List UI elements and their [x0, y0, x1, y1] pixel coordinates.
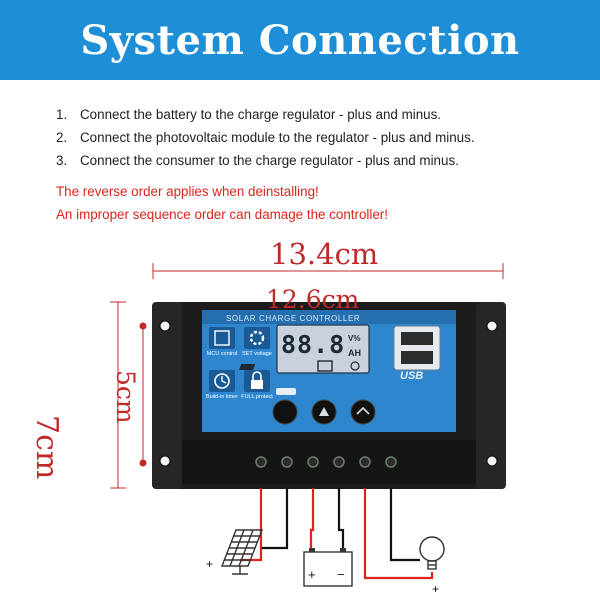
mount-hole-top-right	[486, 320, 498, 332]
battery-plus-mark: +	[308, 567, 316, 582]
inner-width-label: 12.6cm	[266, 285, 360, 314]
terminal-screws	[255, 456, 397, 468]
page-title: System Connection	[80, 16, 520, 64]
solar-panel-icon	[220, 529, 264, 575]
light-bulb-icon	[419, 536, 445, 570]
mcu-control-label: MCU control	[206, 351, 238, 357]
lcd-solar-icon	[239, 364, 256, 370]
terminal-screw	[307, 456, 319, 468]
load-polarity-mark: +	[432, 582, 439, 596]
terminal-screw	[333, 456, 345, 468]
solar-polarity-mark: +	[206, 557, 213, 571]
lcd-unit-top: V%	[348, 334, 361, 343]
instruction-text: Connect the consumer to the charge regul…	[80, 153, 459, 168]
instruction-text: Connect the photovoltaic module to the r…	[80, 130, 475, 145]
up-arrow-icon	[319, 407, 329, 416]
inner-height-dot-bottom	[139, 459, 147, 467]
right-mounting-flange	[476, 302, 506, 489]
instruction-item: 2. Connect the photovoltaic module to th…	[56, 130, 596, 153]
lcd-display	[276, 324, 370, 374]
warning-improper-sequence: An improper sequence order can damage th…	[56, 207, 388, 222]
mount-hole-bottom-left	[159, 455, 171, 467]
gear-icon	[244, 327, 270, 349]
usb-label: USB	[400, 370, 424, 382]
button-1[interactable]	[272, 399, 298, 425]
build-in-timer-label: Build-in timer	[205, 394, 239, 400]
terminal-screw	[385, 456, 397, 468]
battery-icon	[303, 548, 353, 587]
title-banner: System Connection	[0, 0, 600, 80]
battery-minus-mark: −	[337, 567, 345, 582]
terminal-screw	[281, 456, 293, 468]
connection-diagram: + + − + 13.4cm 12.6cm 7cm 5cm SOLAR CHAR…	[0, 230, 600, 600]
outer-height-label: 7cm	[29, 415, 64, 480]
set-voltage-label: SET voltage	[242, 351, 272, 357]
front-panel-header	[202, 310, 456, 324]
chip-icon	[209, 327, 235, 349]
load-positive-wire	[363, 488, 434, 580]
left-mounting-flange	[152, 302, 182, 489]
inner-height-dot-top	[139, 322, 147, 330]
button-1-mark	[276, 388, 296, 395]
usb-port-top	[401, 332, 433, 345]
instruction-list: 1. Connect the battery to the charge reg…	[56, 107, 596, 176]
inner-height-label: 5cm	[111, 370, 140, 424]
instruction-number: 3.	[56, 153, 68, 168]
load-negative-wire	[389, 488, 420, 562]
terminal-screw	[255, 456, 267, 468]
solar-positive-wire	[240, 488, 263, 562]
lcd-bulb-icon	[350, 361, 360, 371]
outer-width-label: 13.4cm	[270, 237, 379, 271]
terminal-screw	[359, 456, 371, 468]
full-protect-label: FULL protect	[241, 394, 273, 400]
battery-negative-wire	[337, 488, 345, 550]
warning-reverse-order: The reverse order applies when deinstall…	[56, 184, 319, 199]
battery-positive-wire	[309, 488, 315, 550]
instruction-item: 3. Connect the consumer to the charge re…	[56, 153, 596, 176]
solar-negative-wire	[262, 488, 289, 550]
terminal-block	[182, 440, 476, 484]
lcd-readout: 88.8	[281, 330, 346, 359]
usb-port-bottom	[401, 351, 433, 364]
instruction-number: 2.	[56, 130, 68, 145]
diagram-graphic: + + − +	[110, 263, 506, 596]
charge-controller	[152, 302, 506, 489]
instruction-number: 1.	[56, 107, 68, 122]
lcd-battery-icon	[317, 360, 333, 372]
controller-panel-label: SOLAR CHARGE CONTROLLER	[226, 314, 361, 323]
lcd-unit-bottom: AH	[348, 348, 361, 358]
instruction-item: 1. Connect the battery to the charge reg…	[56, 107, 596, 130]
instruction-text: Connect the battery to the charge regula…	[80, 107, 442, 122]
button-3[interactable]	[350, 399, 376, 425]
chevron-icon	[356, 406, 370, 415]
mount-hole-bottom-right	[486, 455, 498, 467]
mount-hole-top-left	[159, 320, 171, 332]
